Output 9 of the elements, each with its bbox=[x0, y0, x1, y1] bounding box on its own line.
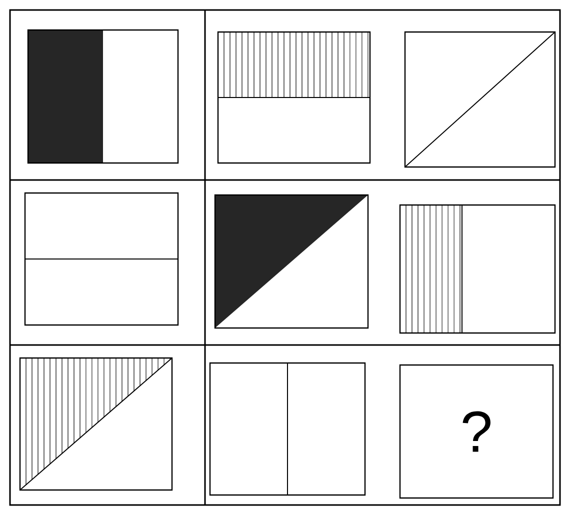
puzzle-panel bbox=[217, 31, 371, 164]
puzzle-panel bbox=[27, 29, 179, 164]
puzzle-panel bbox=[209, 362, 366, 496]
puzzle-panel bbox=[214, 194, 369, 329]
puzzle-panel bbox=[19, 357, 173, 491]
puzzle-panel bbox=[399, 204, 556, 334]
puzzle-panel: ? bbox=[399, 364, 554, 499]
puzzle-panel bbox=[404, 31, 556, 168]
puzzle-panel bbox=[24, 192, 179, 326]
